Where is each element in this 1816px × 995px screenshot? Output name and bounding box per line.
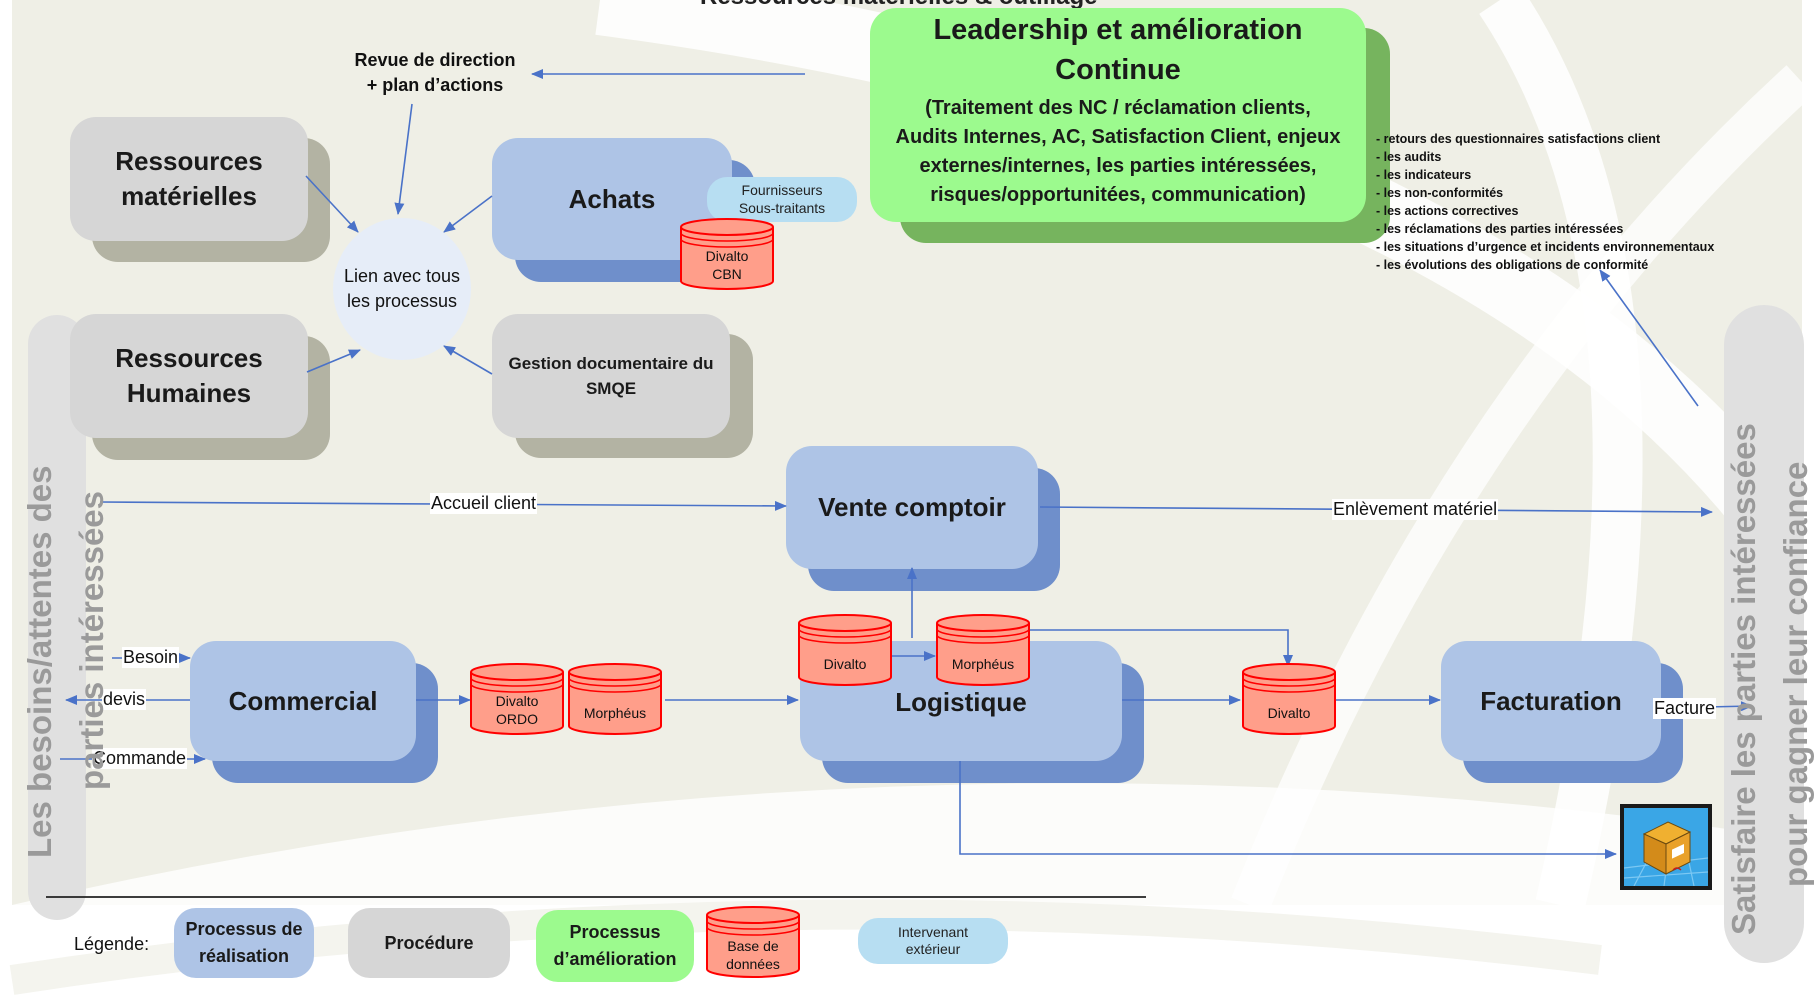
resources-human-line1: Ressources: [115, 343, 263, 373]
facture-label: Facture: [1653, 698, 1717, 719]
legend-process-line1: Processus de: [185, 919, 303, 939]
legend-external-line1: Intervenant: [897, 923, 969, 940]
vente-label: Vente comptoir: [818, 492, 1006, 522]
database-icon: [470, 663, 564, 735]
db-morpheus-1-label: Morphéus: [583, 705, 647, 721]
legend-procedure: Procédure: [348, 908, 510, 978]
database-icon: [1242, 663, 1336, 735]
left-vertical-line1: Les besoins/attentes des: [21, 465, 58, 858]
doc-mgmt-box[interactable]: Gestion documentaire du SMQE: [492, 314, 730, 438]
feedback-item: - les évolutions des obligations de conf…: [1376, 258, 1649, 272]
leadership-title-line2: Continue: [1055, 54, 1181, 86]
legend-external: Intervenant extérieur: [858, 918, 1008, 964]
doc-mgmt-line2: SMQE: [585, 379, 637, 398]
db-divalto-ordo-line2: ORDO: [496, 710, 538, 727]
resources-human-box[interactable]: Ressources Humaines: [70, 314, 308, 438]
leadership-box[interactable]: Leadership et amélioration Continue (Tra…: [870, 8, 1366, 222]
commande-label: Commande: [92, 748, 188, 769]
suppliers-line1: Fournisseurs: [741, 182, 823, 198]
left-vertical-title: Les besoins/attentes des parties intéres…: [14, 466, 118, 858]
accueil-client-label: Accueil client: [430, 493, 538, 514]
db-morpheus-2[interactable]: Morphéus: [936, 614, 1030, 686]
leadership-desc-line2: Audits Internes, AC, Satisfaction Client…: [895, 126, 1341, 148]
legend-process: Processus de réalisation: [174, 908, 314, 978]
vente-box[interactable]: Vente comptoir: [786, 446, 1038, 569]
suppliers-line2: Sous-traitants: [738, 199, 826, 216]
legend-procedure-label: Procédure: [384, 932, 474, 953]
database-icon: [936, 614, 1030, 686]
database-icon: [680, 218, 774, 290]
left-vertical-line2: parties intéressées: [73, 490, 110, 790]
resources-material-line2: matérielles: [121, 181, 257, 211]
db-divalto-cbn-line2: CBN: [712, 265, 742, 282]
leadership-desc-line1: (Traitement des NC / réclamation clients…: [925, 97, 1311, 119]
package-icon: [1620, 804, 1712, 890]
legend-database-line2: données: [726, 955, 780, 972]
leadership-desc-line3: externes/internes, les parties intéressé…: [919, 155, 1317, 177]
besoin-label: Besoin: [122, 647, 180, 668]
enlevement-label: Enlèvement matériel: [1332, 499, 1499, 520]
hub-circle[interactable]: Lien avec tous les processus: [333, 218, 471, 360]
legend-improvement-line2: d’amélioration: [553, 949, 677, 969]
feedback-item: - les indicateurs: [1376, 168, 1472, 182]
feedback-item: - retours des questionnaires satisfactio…: [1376, 132, 1661, 146]
feedback-item: - les réclamations des parties intéressé…: [1376, 222, 1624, 236]
feedback-item: - les non-conformités: [1376, 186, 1504, 200]
facturation-box[interactable]: Facturation: [1441, 641, 1661, 761]
achats-label: Achats: [568, 183, 656, 214]
legend-database-line1: Base de: [727, 938, 779, 954]
database-icon: [798, 614, 892, 686]
leadership-desc-line4: risques/opportunitées, communication): [930, 184, 1306, 206]
feedback-item: - les actions correctives: [1376, 204, 1519, 218]
commercial-label: Commercial: [228, 685, 378, 716]
hub-line1: Lien avec tous: [343, 266, 461, 286]
db-morpheus-1[interactable]: Morphéus: [568, 663, 662, 735]
database-icon: [568, 663, 662, 735]
db-divalto-fact[interactable]: Divalto: [1242, 663, 1336, 735]
leadership-title-line1: Leadership et amélioration: [933, 14, 1303, 46]
suppliers-bubble[interactable]: Fournisseurs Sous-traitants: [707, 177, 857, 222]
logistique-label: Logistique: [895, 686, 1027, 717]
right-vertical-line2: pour gagner leur confiance: [1777, 461, 1814, 887]
resources-human-line2: Humaines: [126, 378, 252, 408]
database-icon: [706, 906, 800, 978]
db-divalto-ordo-line1: Divalto: [495, 693, 539, 709]
legend-improvement-line1: Processus: [569, 922, 661, 942]
top-cut-title: Ressources matérielles & outillage: [700, 0, 1098, 11]
management-review: Revue de direction + plan d’actions: [330, 48, 540, 98]
legend-title: Légende:: [74, 934, 150, 954]
db-morpheus-2-label: Morphéus: [951, 656, 1015, 672]
legend-external-line2: extérieur: [905, 941, 961, 957]
db-divalto-fact-label: Divalto: [1267, 705, 1311, 721]
resources-material-box[interactable]: Ressources matérielles: [70, 117, 308, 241]
db-divalto-ordo[interactable]: Divalto ORDO: [470, 663, 564, 735]
db-divalto-log-label: Divalto: [823, 656, 867, 672]
feedback-list: - retours des questionnaires satisfactio…: [1376, 130, 1714, 274]
right-vertical-line1: Satisfaire les parties intéressées: [1725, 423, 1762, 935]
management-review-line1: Revue de direction: [354, 50, 516, 70]
feedback-item: - les situations d’urgence et incidents …: [1376, 240, 1715, 254]
legend-process-line2: réalisation: [198, 946, 290, 966]
legend-database: Base de données: [706, 906, 800, 978]
management-review-line2: + plan d’actions: [366, 75, 504, 95]
db-divalto-cbn[interactable]: Divalto CBN: [680, 218, 774, 290]
hub-line2: les processus: [346, 291, 458, 311]
db-divalto-cbn-line1: Divalto: [705, 248, 749, 264]
commercial-box[interactable]: Commercial: [190, 641, 416, 761]
right-vertical-title: Satisfaire les parties intéressées pour …: [1718, 423, 1816, 935]
db-divalto-log[interactable]: Divalto: [798, 614, 892, 686]
facturation-label: Facturation: [1480, 685, 1622, 716]
doc-mgmt-line1: Gestion documentaire du: [508, 354, 714, 373]
feedback-item: - les audits: [1376, 150, 1442, 164]
devis-label: devis: [102, 689, 147, 710]
legend-improvement: Processus d’amélioration: [536, 910, 694, 982]
resources-material-line1: Ressources: [115, 146, 263, 176]
